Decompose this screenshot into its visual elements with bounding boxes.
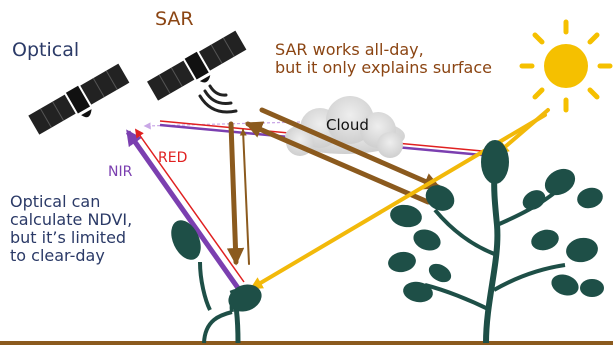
cloud-label: Cloud — [326, 116, 369, 134]
nir-label: NIR — [108, 164, 133, 180]
sun-icon — [519, 19, 613, 113]
cloud-icon — [285, 96, 405, 158]
sar-arrows — [226, 107, 442, 266]
optical-note: Optical can calculate NDVI, but it’s lim… — [10, 193, 132, 265]
sar-satellite-icon — [147, 30, 247, 101]
optical-note-line-3: but it’s limited — [10, 227, 127, 247]
optical-note-line-1: Optical can — [10, 192, 101, 211]
optical-note-line-4: to clear-day — [10, 245, 105, 265]
optical-note-line-2: calculate NDVI, — [10, 209, 133, 229]
sar-label: SAR — [155, 8, 194, 30]
sar-waves-icon — [198, 84, 238, 114]
sar-note-line-1: SAR works all-day, — [275, 40, 424, 59]
optical-label: Optical — [12, 39, 80, 61]
small-plant-icon — [171, 220, 262, 344]
optical-satellite-icon — [28, 63, 130, 135]
red-label: RED — [158, 150, 188, 166]
sar-note-line-2: but it only explains surface — [275, 58, 492, 78]
large-plant-icon — [388, 140, 604, 344]
red-arrow — [134, 128, 245, 283]
faint-signal-arrow — [143, 121, 301, 130]
nir-arrow — [125, 129, 241, 290]
sar-note: SAR works all-day, but it only explains … — [275, 40, 492, 78]
